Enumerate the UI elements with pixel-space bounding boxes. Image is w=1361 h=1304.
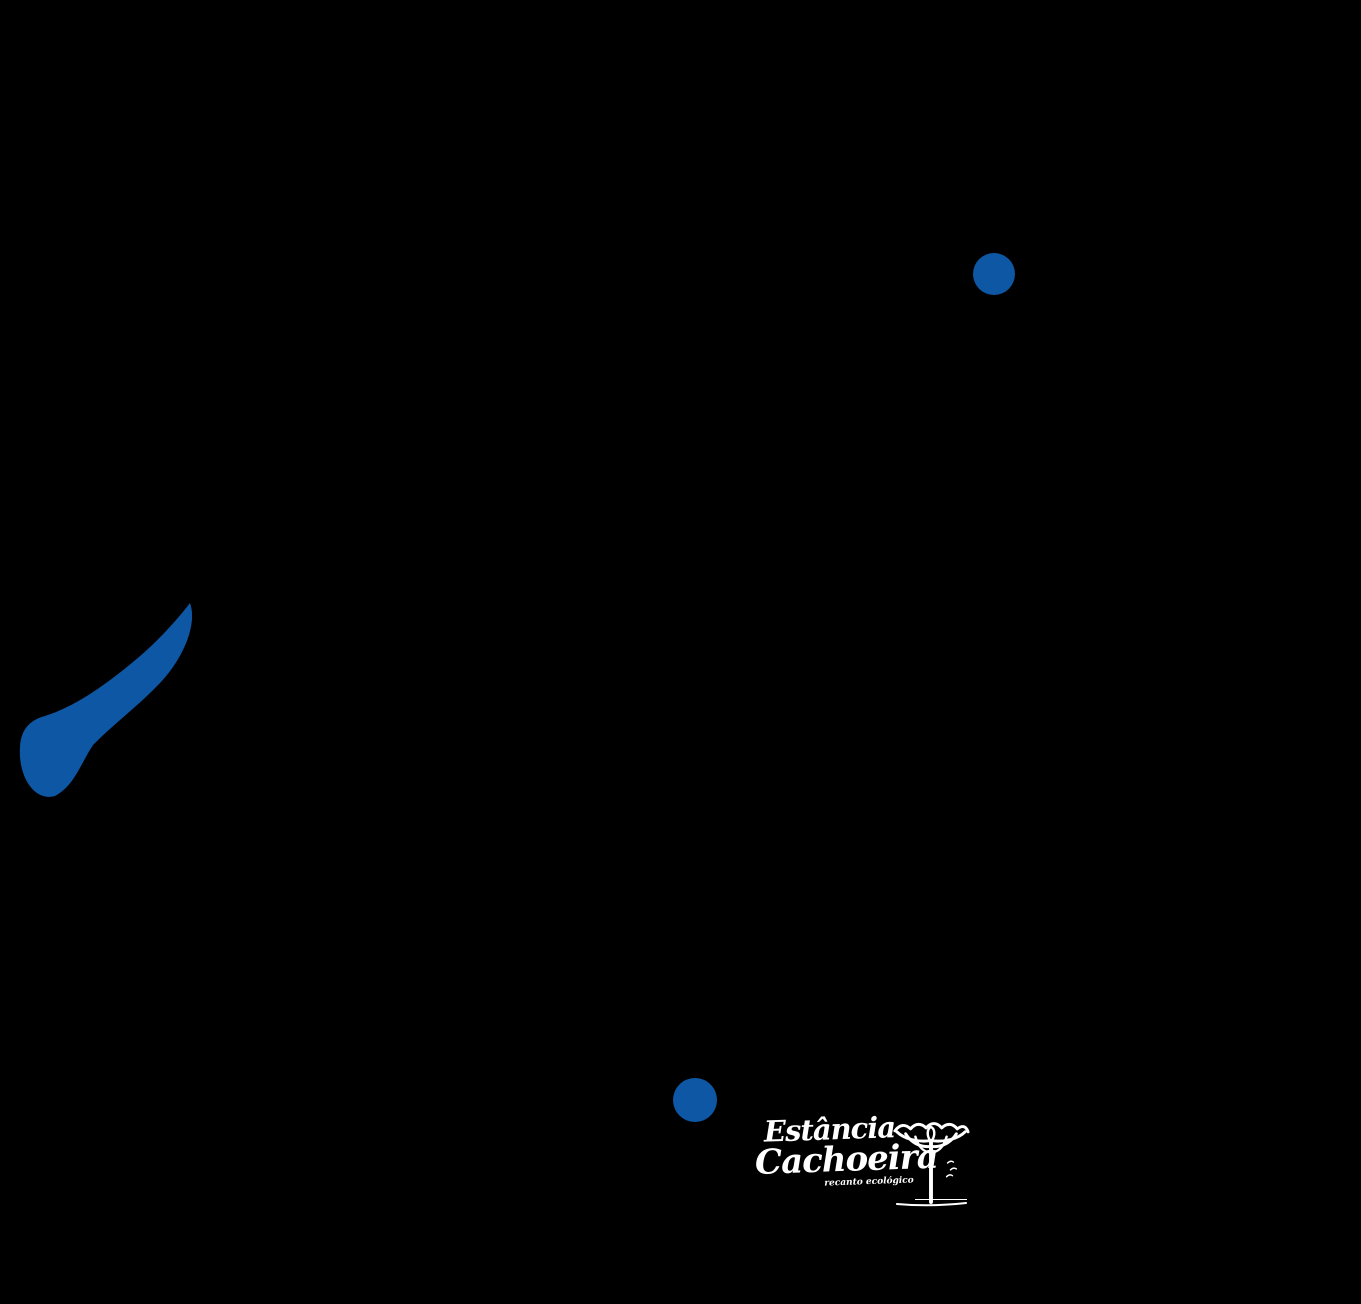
tree-crown-loop (926, 1125, 936, 1143)
bird-icon (945, 1174, 954, 1178)
tree-canopy (893, 1122, 970, 1134)
water-droplet-shape (19, 603, 193, 797)
araucaria-tree-icon (893, 1122, 970, 1207)
estancia-cachoeira-logo: Estância Cachoeira recanto ecológico (754, 1110, 970, 1208)
logo-wordmark-line2: Cachoeira (754, 1136, 939, 1184)
logo-wordmark: Estância Cachoeira recanto ecológico (753, 1110, 939, 1191)
bird-icon (946, 1160, 955, 1164)
bird-icon (949, 1167, 958, 1171)
tree-branch-right-mid (929, 1132, 958, 1149)
marker-dot-top-right (973, 253, 1015, 295)
tree-branch-left-mid (904, 1132, 933, 1149)
tree-ground-line (895, 1202, 968, 1207)
tagline-flourish-line (915, 1199, 967, 1200)
marker-dot-bottom-center (673, 1078, 717, 1122)
